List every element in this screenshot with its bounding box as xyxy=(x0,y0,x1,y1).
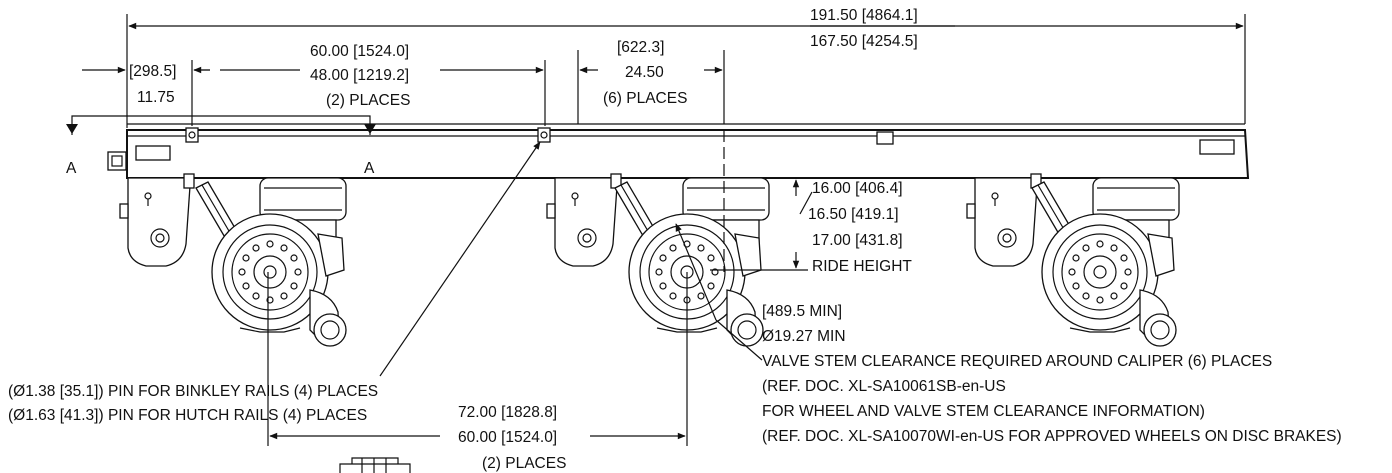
wheel-clearance-label-2: Ø19.27 MIN xyxy=(762,328,846,345)
frame-rail xyxy=(107,123,1250,179)
axle-assembly-2 xyxy=(546,173,770,347)
section-marks: A A xyxy=(66,115,376,177)
dimension-valve-stem-offset: [622.3] 24.50 (6) PLACES xyxy=(577,39,725,272)
connector-left xyxy=(135,145,171,161)
dimension-end-offset: [298.5] 11.75 xyxy=(82,60,210,126)
valve-stem-offset-label: [622.3] xyxy=(617,39,664,56)
ride-height-label-2: 16.50 [419.1] xyxy=(808,206,899,223)
end-offset-label: [298.5] xyxy=(129,63,176,80)
rail-spacing-places-label: (2) PLACES xyxy=(326,92,410,109)
wheel-clearance-label-1: [489.5 MIN] xyxy=(762,303,842,320)
partial-detail-view xyxy=(339,457,411,473)
end-offset-alt-label: 11.75 xyxy=(137,89,175,106)
pin-notes: (Ø1.38 [35.1]) PIN FOR BINKLEY RAILS (4)… xyxy=(8,141,541,424)
valve-stem-note-4: (REF. DOC. XL-SA10070WI-en-US FOR APPROV… xyxy=(762,428,1342,445)
valve-stem-places-label: (6) PLACES xyxy=(603,90,687,107)
axle-assembly-1 xyxy=(119,173,347,347)
ride-height-label-4: RIDE HEIGHT xyxy=(812,258,912,275)
rail-spacing-label: 60.00 [1524.0] xyxy=(310,43,409,60)
center-block xyxy=(876,131,894,145)
valve-stem-note-3: FOR WHEEL AND VALVE STEM CLEARANCE INFOR… xyxy=(762,403,1205,420)
ride-height-label-1: 16.00 [406.4] xyxy=(812,180,903,197)
overall-length-alt-label: 167.50 [4254.5] xyxy=(810,33,918,50)
rail-spacing-alt-label: 48.00 [1219.2] xyxy=(310,67,409,84)
pin-note-hutch: (Ø1.63 [41.3]) PIN FOR HUTCH RAILS (4) P… xyxy=(8,407,367,424)
axle-spacing-places-label: (2) PLACES xyxy=(482,455,566,472)
pin-hole-right xyxy=(537,127,551,143)
section-mark-a-right: A xyxy=(364,160,375,177)
wheel-clearance-callout: [489.5 MIN] Ø19.27 MIN VALVE STEM CLEARA… xyxy=(675,223,1342,445)
axle-spacing-label: 72.00 [1828.8] xyxy=(458,404,557,421)
valve-stem-offset-alt-label: 24.50 xyxy=(625,64,664,81)
section-mark-a-left: A xyxy=(66,160,77,177)
axle-spacing-alt-label: 60.00 [1524.0] xyxy=(458,429,557,446)
dimension-axle-spacing: 72.00 [1828.8] 60.00 [1524.0] (2) PLACES xyxy=(267,272,688,472)
valve-stem-note-1: VALVE STEM CLEARANCE REQUIRED AROUND CAL… xyxy=(762,353,1272,370)
dimension-rail-spacing: 60.00 [1524.0] 48.00 [1219.2] (2) PLACES xyxy=(194,43,546,126)
valve-stem-note-2: (REF. DOC. XL-SA10061SB-en-US xyxy=(762,378,1006,395)
connector-right xyxy=(1199,139,1235,155)
dimension-ride-height: 16.00 [406.4] 16.50 [419.1] 17.00 [431.8… xyxy=(710,179,912,275)
ride-height-label-3: 17.00 [431.8] xyxy=(812,232,903,249)
overall-length-label: 191.50 [4864.1] xyxy=(810,7,918,24)
axle-assembly-3 xyxy=(966,173,1180,347)
dimension-overall: 191.50 [4864.1] 167.50 [4254.5] xyxy=(126,7,1246,128)
end-plate-left xyxy=(107,151,127,171)
pin-note-binkley: (Ø1.38 [35.1]) PIN FOR BINKLEY RAILS (4)… xyxy=(8,383,378,400)
pin-hole-left xyxy=(185,127,199,143)
